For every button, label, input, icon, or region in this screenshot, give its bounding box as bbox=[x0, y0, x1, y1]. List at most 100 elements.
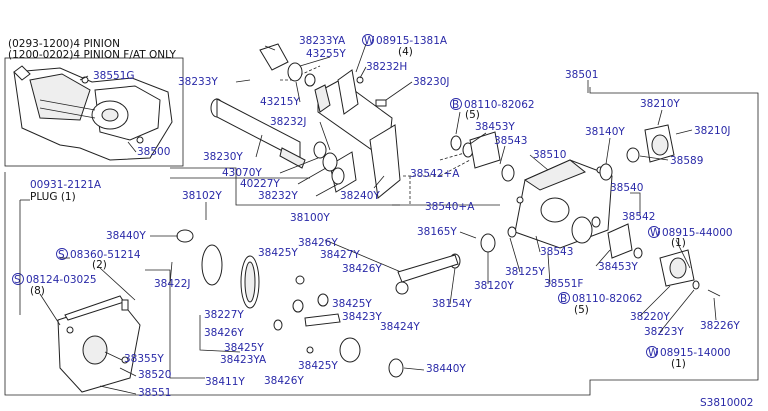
label-qty-5-top: (5) bbox=[465, 109, 480, 121]
label-38425Y-b: 38425Y bbox=[332, 298, 372, 310]
companion-flange-drawing bbox=[659, 249, 721, 297]
label-38423YA: 38423YA bbox=[220, 354, 267, 366]
label-08915-1381A: 08915-1381A bbox=[376, 35, 448, 47]
label-38232J: 38232J bbox=[270, 116, 307, 128]
label-qty-1-bottom: (1) bbox=[671, 358, 686, 370]
axle-tube-drawing bbox=[314, 69, 401, 199]
housing-drawing bbox=[514, 159, 613, 249]
label-38551F: 38551F bbox=[544, 278, 583, 290]
label-38426Y-c: 38426Y bbox=[204, 327, 244, 339]
label-38154Y: 38154Y bbox=[432, 298, 472, 310]
label-08110-82062-bottom: 08110-82062 bbox=[572, 293, 643, 305]
label-38210J: 38210J bbox=[694, 125, 731, 137]
label-38427Y: 38427Y bbox=[320, 249, 360, 261]
label-38551G: 38551G bbox=[93, 70, 135, 82]
label-qty-1-top: (1) bbox=[671, 237, 686, 249]
label-qty-2: (2) bbox=[92, 259, 107, 271]
b-symbol-1 bbox=[450, 98, 462, 110]
label-38210Y: 38210Y bbox=[640, 98, 680, 110]
label-38100Y: 38100Y bbox=[290, 212, 330, 224]
label-38440Y-top: 38440Y bbox=[106, 230, 146, 242]
label-38355Y: 38355Y bbox=[124, 353, 164, 365]
label-38453Y-bottom: 38453Y bbox=[598, 261, 638, 273]
b-symbol-2 bbox=[558, 292, 570, 304]
inset-note-line1: (0293-1200)4 PINION bbox=[8, 38, 120, 50]
label-38425Y-a: 38425Y bbox=[258, 247, 298, 259]
w-symbol-2 bbox=[648, 226, 660, 238]
label-38232H: 38232H bbox=[366, 61, 407, 73]
label-38510: 38510 bbox=[533, 149, 566, 161]
label-43070Y: 43070Y bbox=[222, 167, 262, 179]
label-38230J: 38230J bbox=[413, 76, 450, 88]
label-38520: 38520 bbox=[138, 369, 171, 381]
label-38424Y: 38424Y bbox=[380, 321, 420, 333]
s-symbol-1 bbox=[56, 248, 68, 260]
label-38140Y: 38140Y bbox=[585, 126, 625, 138]
label-38227Y: 38227Y bbox=[204, 309, 244, 321]
label-38589: 38589 bbox=[670, 155, 703, 167]
w-prefix-2: W bbox=[650, 227, 661, 239]
part-labels: (0293-1200)4 PINION (1200-0202)4 PINION … bbox=[8, 34, 753, 409]
label-40227Y: 40227Y bbox=[240, 178, 280, 190]
label-43255Y: 43255Y bbox=[306, 48, 346, 60]
w-prefix-1: W bbox=[364, 35, 375, 47]
label-38453Y-top: 38453Y bbox=[475, 121, 515, 133]
label-38540-A: 38540+A bbox=[425, 201, 475, 213]
rear-cover-drawing bbox=[57, 295, 141, 393]
label-08915-44000: 08915-44000 bbox=[662, 227, 733, 239]
frame-lines bbox=[4, 57, 759, 396]
label-38543-bottom: 38543 bbox=[540, 246, 573, 258]
label-qty-5-bottom: (5) bbox=[574, 304, 589, 316]
s-prefix-1: S bbox=[58, 249, 65, 261]
s-symbol-2 bbox=[12, 273, 24, 285]
ring-gear-drawing bbox=[176, 229, 459, 378]
label-08124-03025: 08124-03025 bbox=[26, 274, 97, 286]
label-38542-A: 38542+A bbox=[410, 168, 460, 180]
inset-note-line2: (1200-0202)4 PINION F/AT ONLY bbox=[8, 49, 177, 61]
label-38540: 38540 bbox=[610, 182, 643, 194]
label-38102Y: 38102Y bbox=[182, 190, 222, 202]
label-38233YA: 38233YA bbox=[299, 35, 346, 47]
label-08110-82062-top: 08110-82062 bbox=[464, 99, 535, 111]
b-prefix-1: B bbox=[452, 99, 459, 111]
side-flange-drawing bbox=[599, 124, 675, 181]
label-08915-14000: 08915-14000 bbox=[660, 347, 731, 359]
label-plug: PLUG (1) bbox=[30, 191, 76, 203]
label-qty-8: (8) bbox=[30, 285, 45, 297]
label-38500: 38500 bbox=[137, 146, 170, 158]
label-38240Y: 38240Y bbox=[340, 190, 380, 202]
label-38425Y-d: 38425Y bbox=[298, 360, 338, 372]
label-38422J: 38422J bbox=[154, 278, 191, 290]
label-38226Y: 38226Y bbox=[700, 320, 740, 332]
label-38120Y: 38120Y bbox=[474, 280, 514, 292]
label-38423Y: 38423Y bbox=[342, 311, 382, 323]
label-38426Y-b: 38426Y bbox=[342, 263, 382, 275]
w-prefix-3: W bbox=[648, 347, 659, 359]
label-38230Y: 38230Y bbox=[203, 151, 243, 163]
s-prefix-2: S bbox=[14, 274, 21, 286]
label-38551: 38551 bbox=[138, 387, 171, 399]
label-38220Y: 38220Y bbox=[630, 311, 670, 323]
label-38411Y: 38411Y bbox=[205, 376, 245, 388]
label-38542: 38542 bbox=[622, 211, 655, 223]
label-38426Y-a: 38426Y bbox=[298, 237, 338, 249]
w-symbol-1 bbox=[362, 34, 374, 46]
label-08360-51214: 08360-51214 bbox=[70, 249, 141, 261]
label-38223Y: 38223Y bbox=[644, 326, 684, 338]
label-plug-part: 00931-2121A bbox=[30, 179, 102, 191]
label-38125Y: 38125Y bbox=[505, 266, 545, 278]
pinion-shaft-drawing bbox=[210, 43, 364, 185]
label-38232Y: 38232Y bbox=[258, 190, 298, 202]
w-symbol-3 bbox=[646, 346, 658, 358]
label-43215Y: 43215Y bbox=[260, 96, 300, 108]
inset-carrier-drawing bbox=[13, 65, 173, 161]
label-38543-top: 38543 bbox=[494, 135, 527, 147]
b-prefix-2: B bbox=[560, 293, 567, 305]
label-38426Y-d: 38426Y bbox=[264, 375, 304, 387]
label-38501: 38501 bbox=[565, 69, 598, 81]
leader-lines bbox=[19, 43, 717, 395]
label-qty-4: (4) bbox=[398, 46, 413, 58]
label-38165Y: 38165Y bbox=[417, 226, 457, 238]
label-38425Y-c: 38425Y bbox=[224, 342, 264, 354]
